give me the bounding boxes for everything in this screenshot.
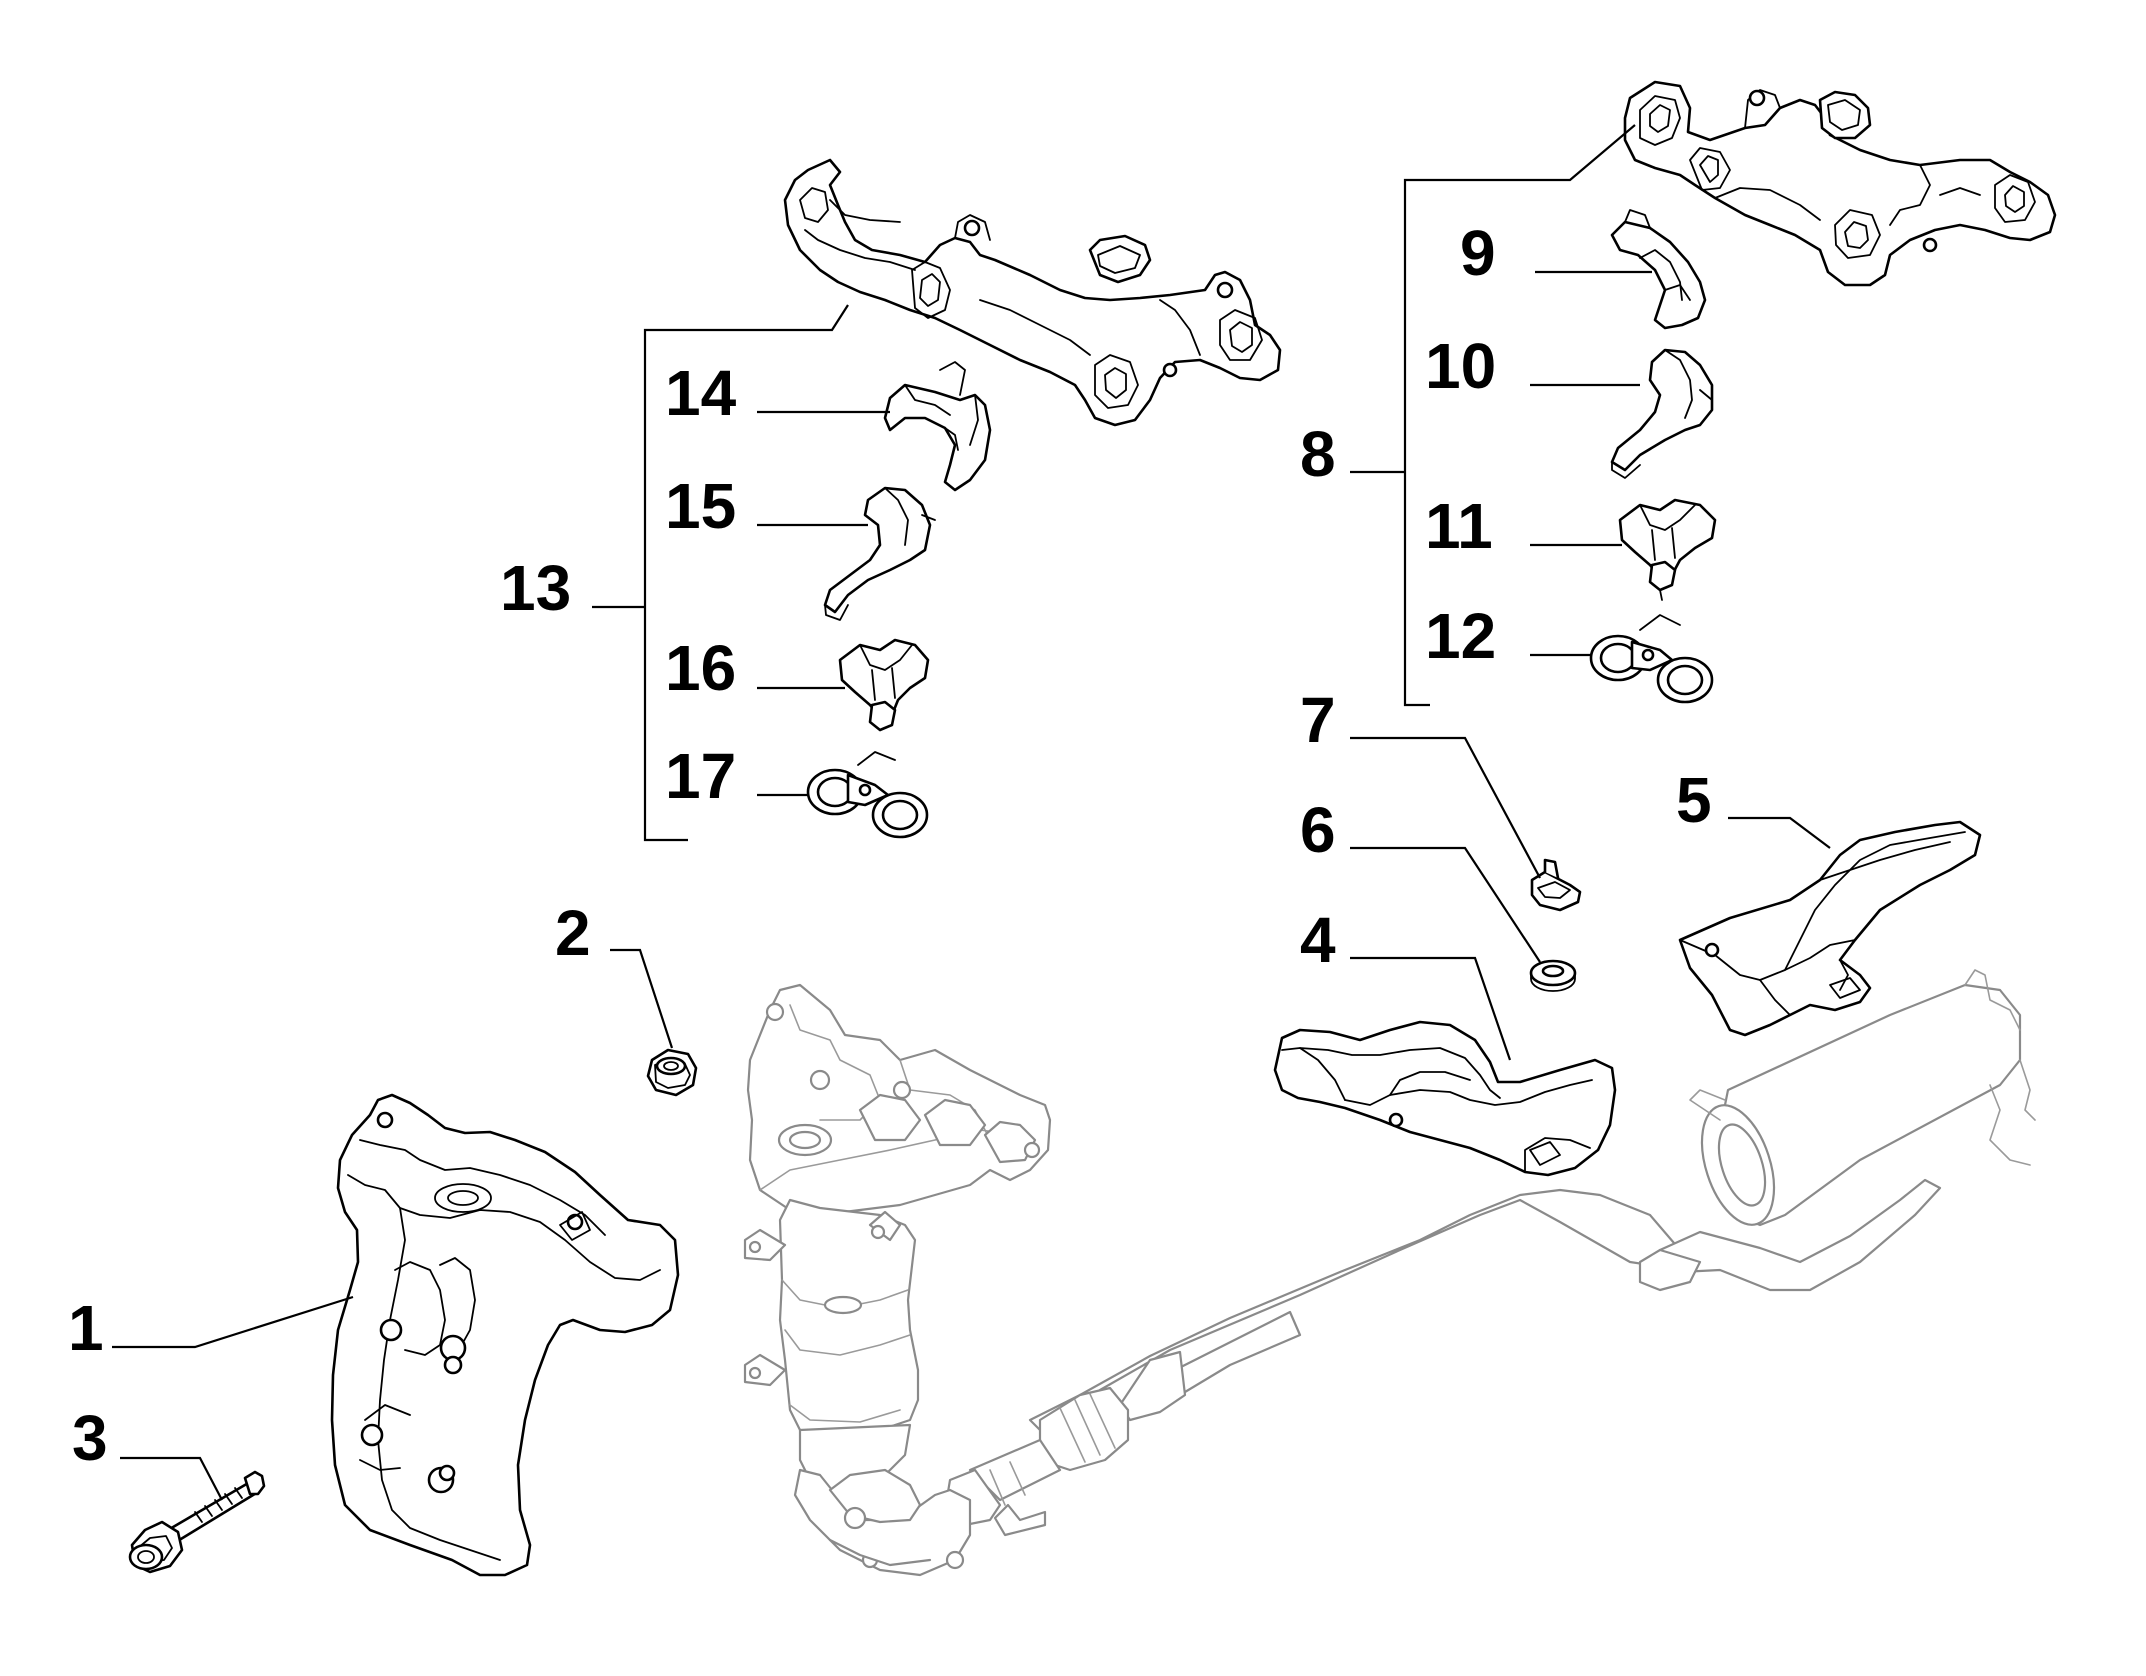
- heat-shield-part: [330, 1093, 680, 1577]
- callout-14: 14: [665, 357, 737, 429]
- bracket-clamp-part-10: [1610, 348, 1714, 479]
- callout-4: 4: [1300, 904, 1336, 976]
- clip-nut-part: [1530, 858, 1582, 912]
- rear-shield-part: [1678, 820, 1982, 1037]
- clamp-part-9: [1610, 209, 1707, 330]
- leader-3: [120, 1456, 223, 1501]
- leader-4: [1350, 956, 1512, 1061]
- callout-7: 7: [1300, 684, 1336, 756]
- callout-2: 2: [555, 897, 591, 969]
- callout-11: 11: [1425, 490, 1493, 562]
- shield-part: [1273, 1020, 1617, 1177]
- bracket-8: [1403, 124, 1636, 707]
- leader-7: [1350, 736, 1541, 879]
- clamp-part-14: [883, 361, 992, 492]
- callout-15: 15: [665, 470, 736, 542]
- callout-labels: 1 2 3 4 5 6 7 8 9 10 11 12 13 14 15 16 1…: [68, 217, 1712, 1474]
- leader-lines: [112, 124, 1831, 1501]
- bracket-assembly-right: [1623, 80, 2057, 287]
- nut-part: [646, 1048, 698, 1097]
- callout-8: 8: [1300, 418, 1336, 490]
- leader-6: [1350, 846, 1541, 963]
- exhaust-system-ghost: [743, 969, 2036, 1577]
- callout-9: 9: [1460, 217, 1496, 289]
- callout-10: 10: [1425, 330, 1496, 402]
- callout-6: 6: [1300, 794, 1336, 866]
- bracket-13: [643, 304, 849, 842]
- callout-1: 1: [68, 1292, 104, 1364]
- bracket-clamp-part-15: [823, 486, 936, 621]
- hose-clip-part-12: [1589, 614, 1714, 704]
- mount-part-11: [1618, 498, 1717, 601]
- mount-part-16: [838, 638, 930, 732]
- hose-clip-part-17: [806, 751, 929, 839]
- callout-17: 17: [665, 740, 736, 812]
- callout-12: 12: [1425, 600, 1496, 672]
- leader-2: [610, 948, 674, 1049]
- bracket-assembly-left: [783, 158, 1282, 427]
- callout-5: 5: [1676, 764, 1712, 836]
- leader-1: [112, 1295, 354, 1349]
- callout-3: 3: [72, 1402, 108, 1474]
- leader-5: [1728, 816, 1831, 849]
- bolt-part: [128, 1470, 266, 1574]
- callout-16: 16: [665, 632, 736, 704]
- washer-part: [1529, 959, 1577, 992]
- callout-13: 13: [500, 552, 571, 624]
